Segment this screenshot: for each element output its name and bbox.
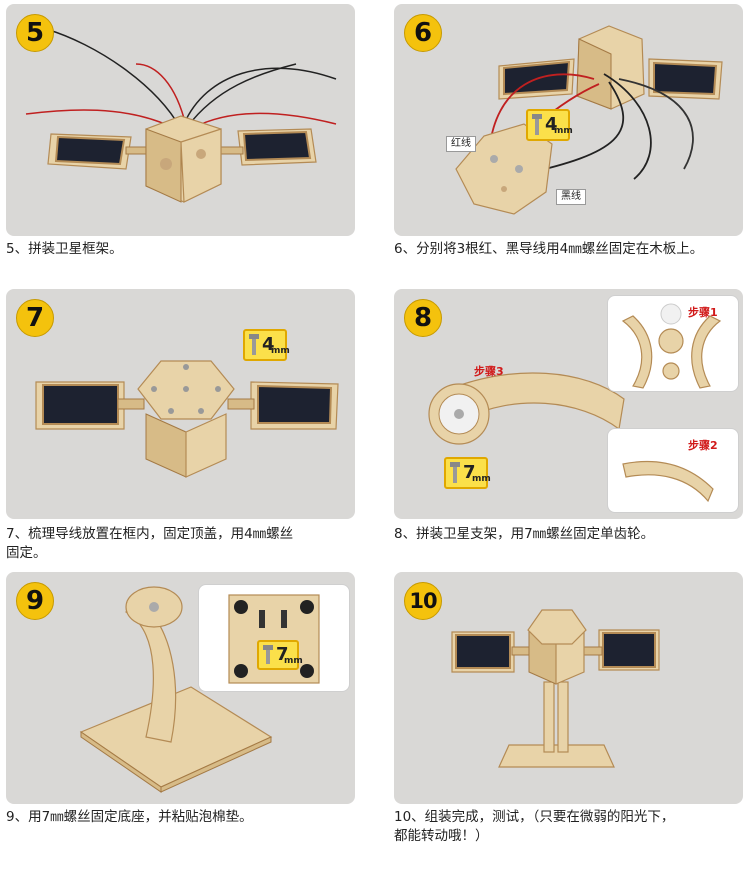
- step-5-illustration: [25, 28, 337, 203]
- step-9-badge: 9: [16, 582, 54, 620]
- step-7-image: 7 4 mm: [6, 289, 355, 519]
- screw-4mm-badge: 4 mm: [526, 109, 573, 141]
- step-9-illustration: [79, 586, 273, 793]
- step-8-caption: 8、拼装卫星支架，用7㎜螺丝固定单齿轮。: [394, 526, 655, 542]
- step-7-badge: 7: [16, 299, 54, 337]
- step-5-badge: 5: [16, 14, 54, 52]
- step-10-image: 10: [394, 572, 743, 804]
- step1-parts: [621, 303, 722, 389]
- step-6-caption: 6、分别将3根红、黑导线用4㎜螺丝固定在木板上。: [394, 241, 704, 257]
- step-10-badge: 10: [404, 582, 442, 620]
- step-10-illustration: [451, 609, 660, 768]
- screw-7mm-badge: 7 mm: [444, 457, 491, 489]
- step-5-caption: 5、拼装卫星框架。: [6, 241, 123, 257]
- step-6-badge: 6: [404, 14, 442, 52]
- step2-parts: [622, 460, 714, 503]
- step-6-illustration: [455, 25, 723, 215]
- step-7-illustration: [35, 360, 339, 478]
- screw-icon: [263, 645, 273, 664]
- red-wire-label: 红线: [446, 136, 476, 152]
- screw-icon: [249, 334, 259, 355]
- screw-7mm-badge: 7 mm: [257, 640, 303, 670]
- step-9-image: 9 7 mm: [6, 572, 355, 804]
- step-8-image: 8 步骤3 7 mm 步骤1 步骤2: [394, 289, 743, 519]
- step-7-caption: 7、梳理导线放置在框内，固定顶盖，用4㎜螺丝 固定。: [6, 526, 294, 561]
- step-5-image: 5: [6, 4, 355, 236]
- step-8-illustration: [428, 372, 625, 445]
- step3-label: 步骤3: [474, 365, 504, 378]
- base-bottom-view: [228, 594, 320, 684]
- step-8-inset-2: 步骤2: [607, 428, 739, 513]
- screw-4mm-badge: 4 mm: [243, 329, 290, 361]
- step-6-image: 6 红线 黑线 4 mm: [394, 4, 743, 236]
- step-8-inset-1: 步骤1: [607, 295, 739, 392]
- step-9-caption: 9、用7㎜螺丝固定底座，并粘贴泡棉垫。: [6, 809, 253, 825]
- black-wire-label: 黑线: [556, 189, 586, 205]
- step-10-caption: 10、组装完成，测试，（只要在微弱的阳光下， 都能转动哦！）: [394, 809, 675, 844]
- step-9-inset: 7 mm: [198, 584, 350, 692]
- step-8-badge: 8: [404, 299, 442, 337]
- screw-icon: [450, 462, 460, 483]
- screw-icon: [532, 114, 542, 135]
- step2-label: 步骤2: [688, 439, 718, 452]
